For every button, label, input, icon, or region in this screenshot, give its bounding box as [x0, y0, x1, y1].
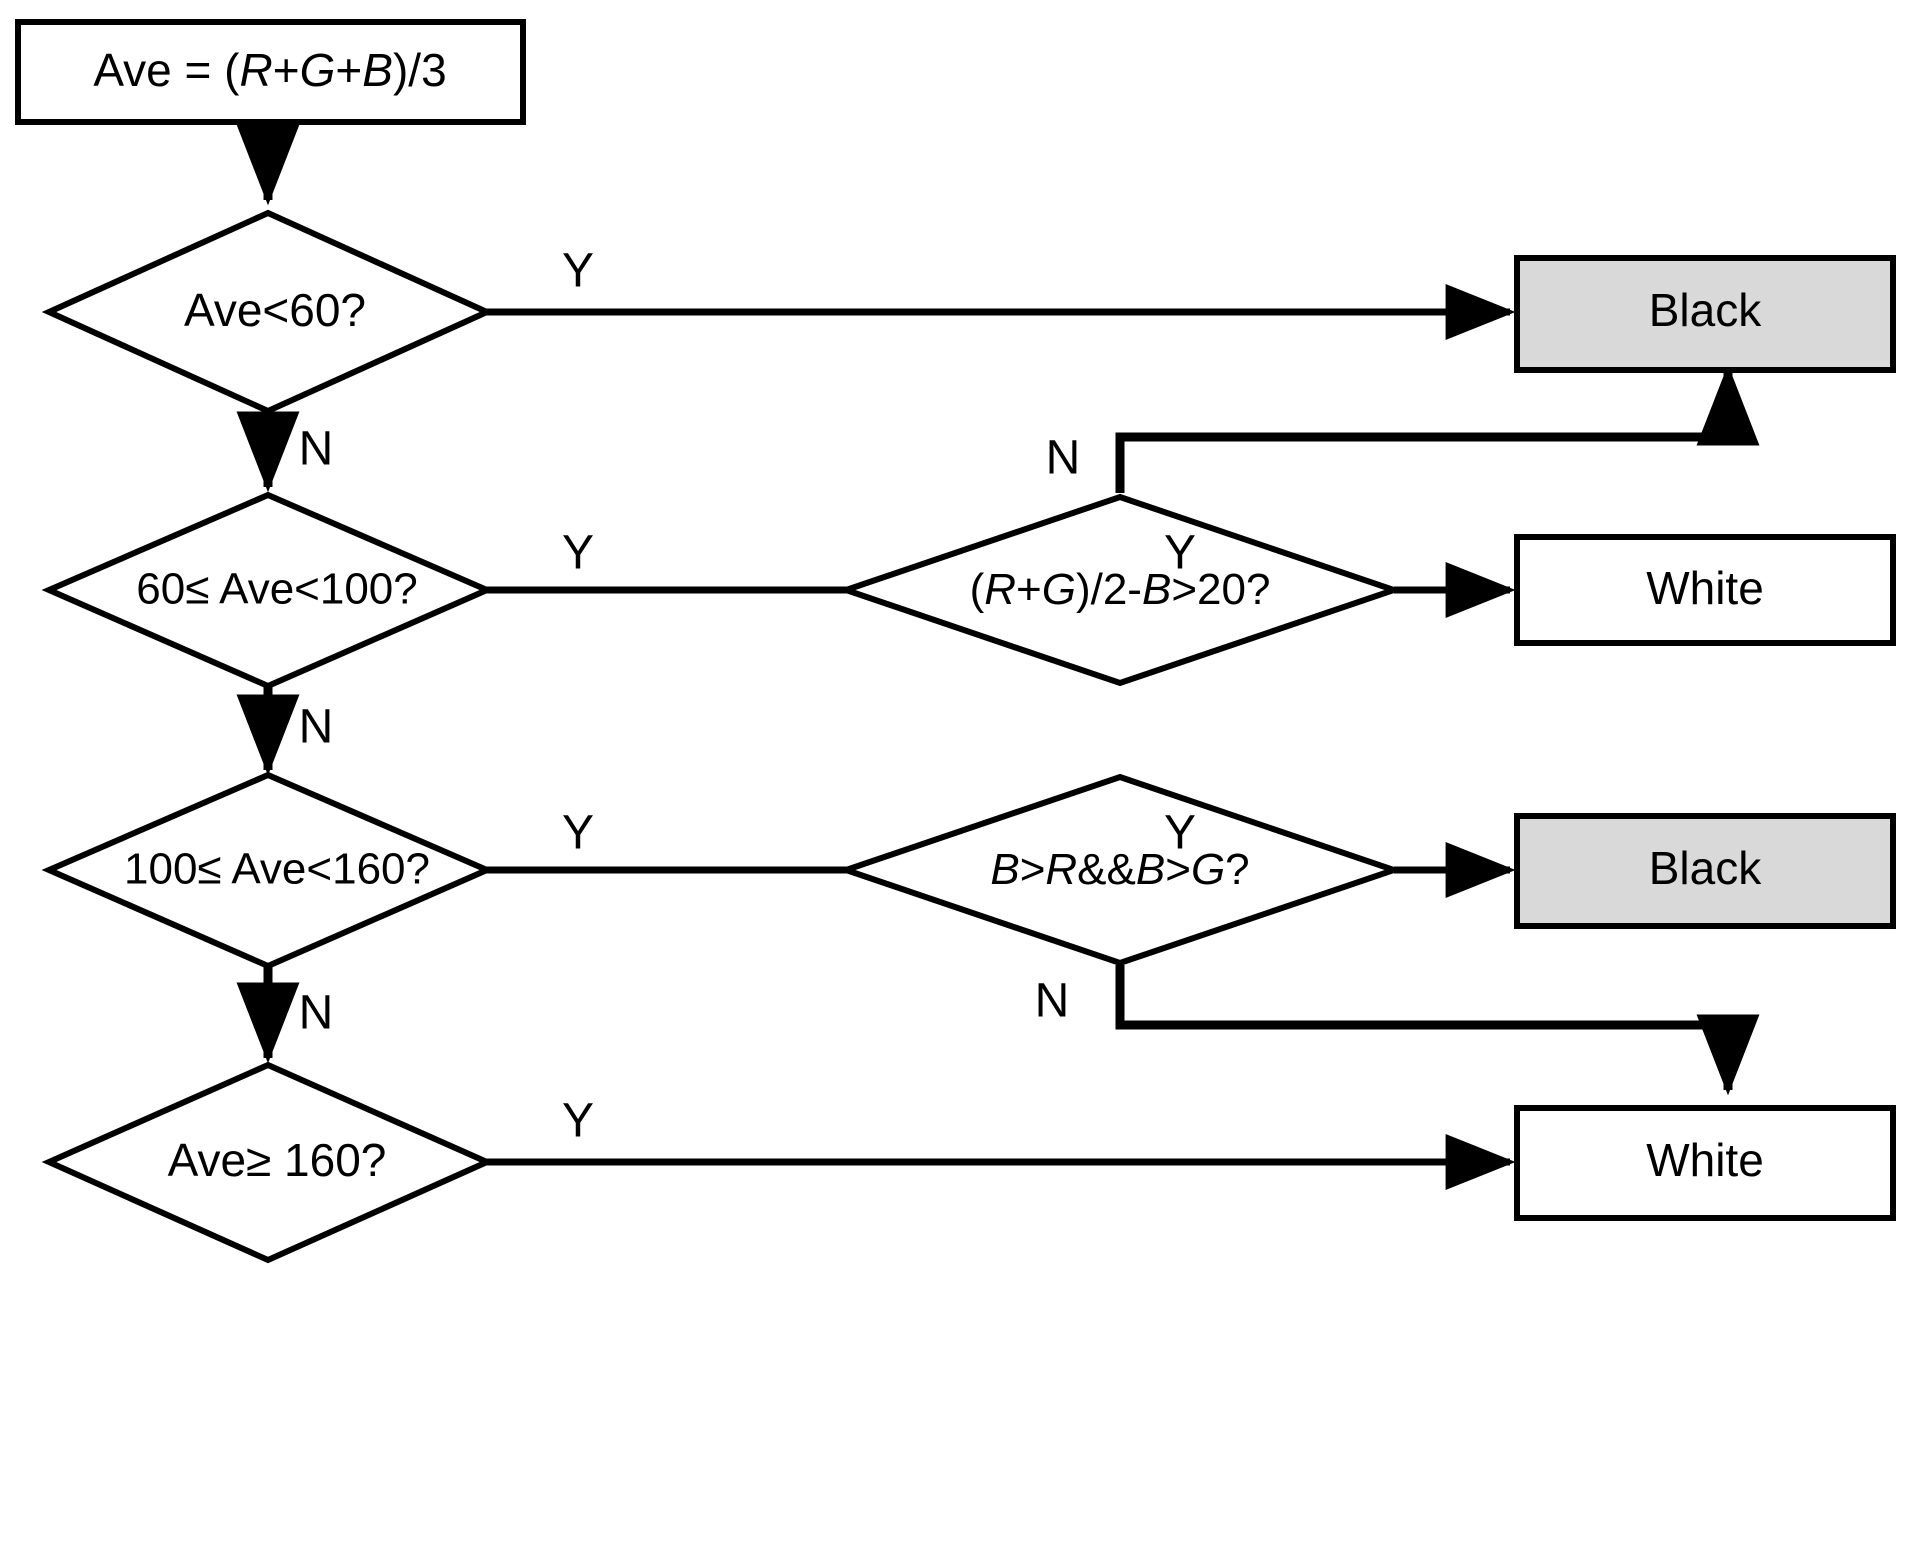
- node-d5-label: B>R&&B>G?: [990, 845, 1249, 894]
- node-white1-label: White: [1646, 562, 1764, 614]
- node-d3-diamond[interactable]: [836, 493, 1404, 687]
- node-d2-diamond[interactable]: [41, 491, 495, 690]
- edge-d5-no-to-white2: [1115, 965, 1760, 1096]
- node-d1-diamond[interactable]: [41, 209, 495, 415]
- node-d6-diamond[interactable]: [41, 1061, 495, 1264]
- node-d3-label: (R+G)/2-B>20?: [970, 565, 1271, 614]
- node-d6-label: Ave≥ 160?: [168, 1134, 387, 1186]
- node-black2-box[interactable]: [1514, 813, 1896, 929]
- edge-label-d2-no: N: [299, 701, 334, 754]
- edge-label-d5-yes: Y: [1164, 807, 1196, 860]
- edge-label-d3-yes: Y: [1164, 527, 1196, 580]
- edge-label-d4-yes: Y: [562, 807, 594, 860]
- edge-label-d3-no: N: [1046, 432, 1081, 485]
- edge-label-d1-no: N: [299, 423, 334, 476]
- node-white2-label: White: [1646, 1134, 1764, 1186]
- node-d4-label: 100≤ Ave<160?: [124, 845, 430, 894]
- node-black2-label: Black: [1649, 842, 1762, 894]
- edge-label-d4-no: N: [299, 987, 334, 1040]
- node-black1-box[interactable]: [1514, 255, 1896, 373]
- edge-label-d1-yes: Y: [562, 245, 594, 298]
- node-d4-diamond[interactable]: [41, 771, 495, 970]
- node-black1-label: Black: [1649, 284, 1762, 336]
- edge-label-d5-no: N: [1035, 975, 1070, 1028]
- node-white1-box[interactable]: [1514, 534, 1896, 646]
- edge-d3-no-to-black1: [1115, 364, 1760, 493]
- edge-label-d6-yes: Y: [562, 1095, 594, 1148]
- node-start-box[interactable]: [15, 19, 526, 125]
- node-start-label: Ave = (R+G+B)/3: [93, 44, 446, 96]
- node-d2-label: 60≤ Ave<100?: [136, 565, 418, 614]
- edge-label-d2-yes: Y: [562, 527, 594, 580]
- node-white2-box[interactable]: [1514, 1105, 1896, 1221]
- node-d1-label: Ave<60?: [184, 284, 366, 336]
- node-d5-diamond[interactable]: [836, 773, 1404, 967]
